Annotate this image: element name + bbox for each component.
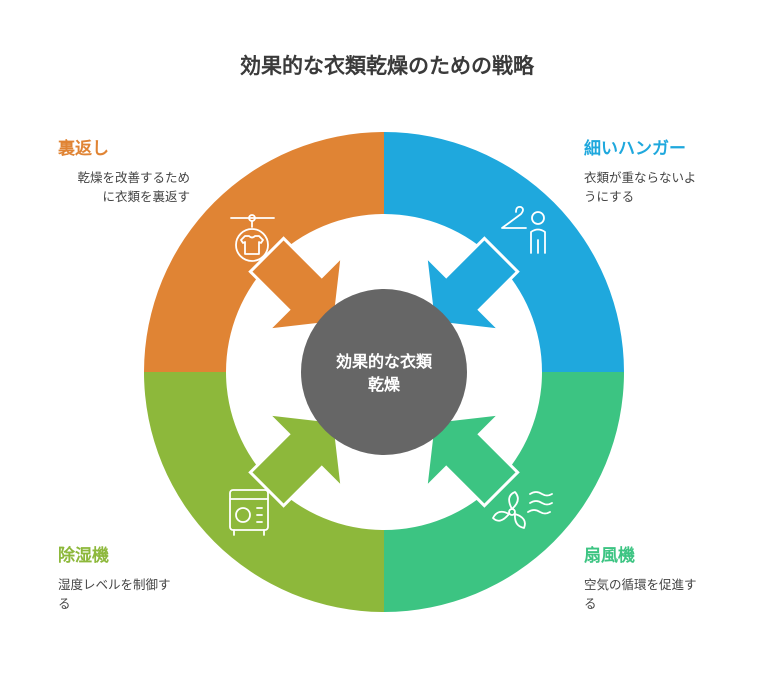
desc-top-left-line2: に衣類を裏返す	[102, 189, 190, 204]
fan-icon	[492, 491, 553, 529]
center-label-line2: 乾燥	[368, 375, 401, 394]
desc-bottom-left-line2: る	[58, 596, 71, 611]
arrow-top-left	[248, 236, 345, 333]
desc-top-right-line1: 衣類が重ならないよ	[584, 170, 697, 185]
heading-bottom-left: 除湿機	[58, 546, 109, 566]
arrow-bottom-right	[423, 411, 520, 508]
desc-top-left-line1: 乾燥を改善するため	[77, 170, 190, 185]
desc-bottom-left: 湿度レベルを制御す る	[58, 575, 208, 613]
quadrant-bottom-left	[144, 372, 384, 612]
center-circle	[301, 289, 467, 455]
tshirt-on-hanger-icon	[230, 214, 275, 262]
page-title: 効果的な衣類乾燥のための戦略	[240, 54, 534, 78]
quadrant-top-right	[384, 132, 624, 372]
quadrant-bottom-right	[384, 372, 624, 612]
quadrant-top-left	[144, 132, 384, 372]
hanger-person-icon	[501, 205, 546, 254]
center-label-line1: 効果的な衣類	[336, 352, 433, 371]
desc-bottom-right-line2: る	[584, 596, 597, 611]
arrow-bottom-left	[248, 411, 345, 508]
heading-top-right: 細いハンガー	[584, 139, 686, 159]
desc-top-right-line2: うにする	[584, 189, 635, 204]
arrow-top-right	[423, 236, 520, 333]
desc-bottom-right: 空気の循環を促進す る	[584, 575, 754, 613]
heading-top-left: 裏返し	[58, 139, 109, 159]
desc-top-right: 衣類が重ならないよ うにする	[584, 168, 754, 206]
heading-bottom-right: 扇風機	[584, 546, 635, 566]
desc-bottom-left-line1: 湿度レベルを制御す	[58, 577, 171, 592]
dehumidifier-icon	[229, 489, 269, 536]
desc-bottom-right-line1: 空気の循環を促進す	[584, 577, 697, 592]
desc-top-left: 乾燥を改善するため に衣類を裏返す	[40, 168, 190, 206]
